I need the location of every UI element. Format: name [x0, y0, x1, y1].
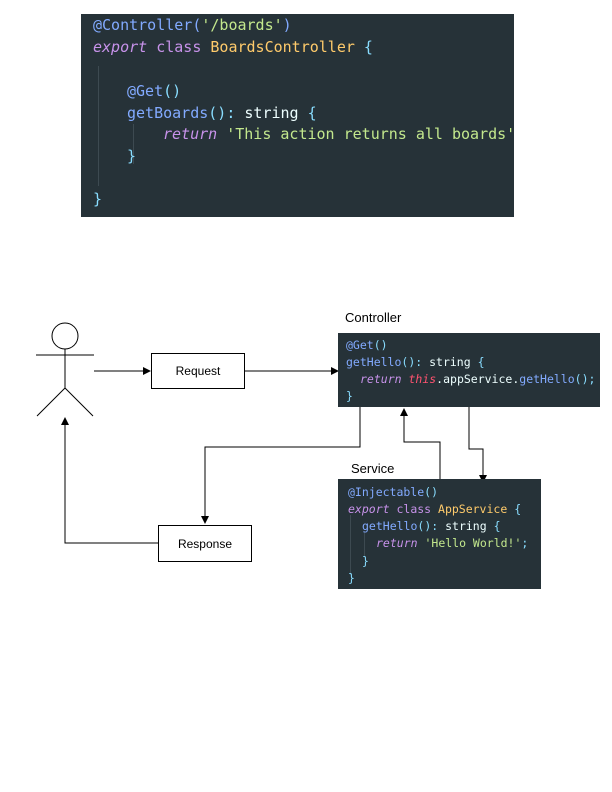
- response-to-user-arrow: [61, 417, 159, 544]
- code-line: }: [127, 147, 137, 165]
- code-line: @Injectable(): [348, 485, 439, 499]
- response-box: Response: [158, 525, 252, 562]
- user-actor-icon: [36, 322, 94, 417]
- indent-guide: [133, 124, 134, 164]
- code-line: getHello(): string {: [362, 519, 501, 533]
- response-label: Response: [177, 536, 233, 551]
- indent-guide: [98, 66, 99, 186]
- controller-code-panel: @Get() getHello(): string { return this.…: [338, 333, 600, 407]
- request-box: Request: [151, 353, 245, 389]
- code-line: return 'This action returns all boards';: [163, 125, 514, 143]
- code-line: }: [348, 571, 355, 585]
- indent-guide: [350, 515, 351, 575]
- code-line: }: [346, 389, 353, 403]
- request-label: Request: [175, 364, 221, 378]
- service-label: Service: [351, 461, 395, 476]
- controller-label: Controller: [345, 310, 402, 325]
- code-line: @Get(): [346, 338, 388, 352]
- code-line: export class AppService {: [348, 502, 522, 516]
- indent-guide: [364, 531, 365, 557]
- controller-to-response-arrow: [201, 407, 361, 524]
- boards-controller-code-panel: @Controller('/boards') export class Boar…: [81, 14, 514, 217]
- code-line: export class BoardsController {: [93, 38, 373, 56]
- service-code-panel: @Injectable() export class AppService { …: [338, 479, 541, 589]
- controller-to-service-arrow: [468, 407, 487, 483]
- code-line: getBoards(): string {: [127, 104, 317, 122]
- code-line: return this.appService.getHello();: [360, 372, 596, 386]
- code-line: @Controller('/boards'): [93, 16, 292, 34]
- service-to-controller-arrow: [400, 408, 441, 479]
- code-line: }: [93, 190, 103, 208]
- code-line: @Get(): [127, 82, 182, 100]
- code-line: getHello(): string {: [346, 355, 485, 369]
- code-line: return 'Hello World!';: [376, 536, 529, 550]
- code-line: }: [362, 554, 369, 568]
